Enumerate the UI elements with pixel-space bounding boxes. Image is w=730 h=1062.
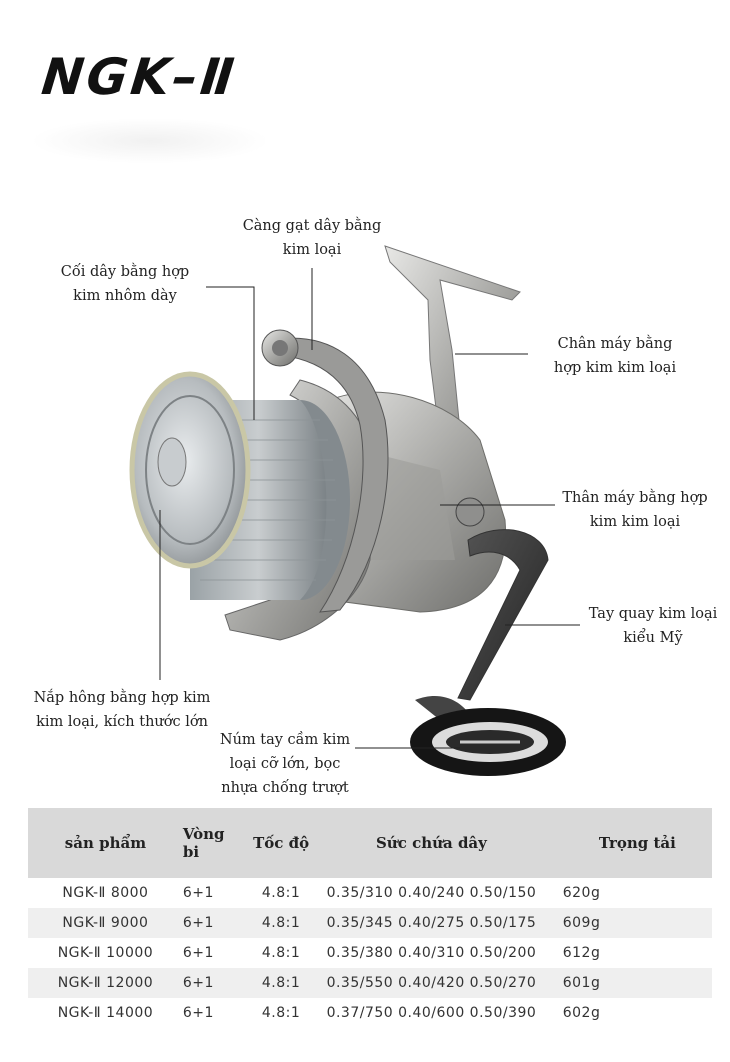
- cell-product: NGK-Ⅱ 12000: [28, 968, 183, 998]
- spec-table-header: sản phẩm Vòng bi Tốc độ Sức chứa dây Trọ…: [28, 808, 712, 878]
- table-row: NGK-Ⅱ 8000 6+1 4.8:1 0.35/310 0.40/240 0…: [28, 878, 712, 908]
- cell-load: 602g: [542, 998, 712, 1028]
- header-capacity: Sức chứa dây: [320, 808, 543, 878]
- cell-speed: 4.8:1: [242, 998, 321, 1028]
- header-product: sản phẩm: [28, 808, 183, 878]
- cell-load: 601g: [542, 968, 712, 998]
- cell-bearings: 6+1: [182, 878, 243, 908]
- cell-load: 612g: [542, 938, 712, 968]
- callout-body: Thân máy bằng hợp kim kim loại: [562, 490, 708, 530]
- table-row: NGK-Ⅱ 10000 6+1 4.8:1 0.35/380 0.40/310 …: [28, 938, 712, 968]
- callout-side-cover: Nắp hông bằng hợp kim kim loại, kích thư…: [33, 690, 211, 730]
- cell-capacity: 0.35/345 0.40/275 0.50/175: [320, 908, 543, 938]
- reel-spool-face: [129, 371, 251, 569]
- reel-bail: [269, 337, 389, 613]
- cell-bearings: 6+1: [182, 998, 243, 1028]
- cell-load: 609g: [542, 908, 712, 938]
- cell-speed: 4.8:1: [242, 878, 321, 908]
- table-row: NGK-Ⅱ 14000 6+1 4.8:1 0.37/750 0.40/600 …: [28, 998, 712, 1028]
- cell-speed: 4.8:1: [242, 938, 321, 968]
- cell-capacity: 0.35/310 0.40/240 0.50/150: [320, 878, 543, 908]
- cell-speed: 4.8:1: [242, 908, 321, 938]
- title-shadow: [30, 118, 270, 164]
- callout-handle: Tay quay kim loại kiểu Mỹ: [588, 606, 718, 646]
- spec-table: sản phẩm Vòng bi Tốc độ Sức chứa dây Trọ…: [28, 808, 712, 1028]
- cell-bearings: 6+1: [182, 908, 243, 938]
- cell-capacity: 0.35/380 0.40/310 0.50/200: [320, 938, 543, 968]
- cell-product: NGK-Ⅱ 9000: [28, 908, 183, 938]
- callout-spool: Cối dây bằng hợp kim nhôm dày: [60, 264, 190, 304]
- cell-product: NGK-Ⅱ 10000: [28, 938, 183, 968]
- callout-lines: [159, 268, 580, 749]
- cell-load: 620g: [542, 878, 712, 908]
- header-bearings: Vòng bi: [182, 808, 243, 878]
- reel-illustration: [129, 245, 580, 776]
- table-row: NGK-Ⅱ 12000 6+1 4.8:1 0.35/550 0.40/420 …: [28, 968, 712, 998]
- table-row: NGK-Ⅱ 9000 6+1 4.8:1 0.35/345 0.40/275 0…: [28, 908, 712, 938]
- cell-speed: 4.8:1: [242, 968, 321, 998]
- header-load: Trọng tải: [542, 808, 712, 878]
- cell-capacity: 0.37/750 0.40/600 0.50/390: [320, 998, 543, 1028]
- callout-knob: Núm tay cầm kim loại cỡ lớn, bọc nhựa ch…: [219, 732, 351, 796]
- cell-product: NGK-Ⅱ 14000: [28, 998, 183, 1028]
- cell-bearings: 6+1: [182, 968, 243, 998]
- callout-bail: Càng gạt dây bằng kim loại: [242, 218, 382, 258]
- cell-capacity: 0.35/550 0.40/420 0.50/270: [320, 968, 543, 998]
- cell-product: NGK-Ⅱ 8000: [28, 878, 183, 908]
- header-speed: Tốc độ: [242, 808, 321, 878]
- reel-handle: [457, 529, 549, 701]
- callout-stem: Chân máy bằng hợp kim kim loại: [553, 336, 677, 376]
- cell-bearings: 6+1: [182, 938, 243, 968]
